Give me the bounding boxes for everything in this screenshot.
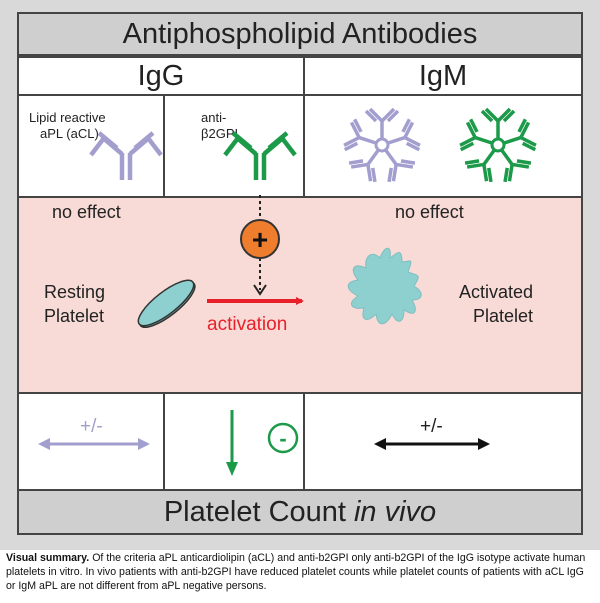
acl-count-change-label: +/- xyxy=(80,416,103,437)
dotted-arrowhead-icon xyxy=(253,284,267,296)
caption-bold-label: Visual summary. xyxy=(6,552,90,564)
footer-italic-label: in vivo xyxy=(353,495,437,528)
resting-platelet-line2: Platelet xyxy=(44,306,105,326)
igm-count-unchanged-arrow xyxy=(374,438,490,450)
plus-circle-icon xyxy=(240,219,280,259)
igm-b2gpi-pentamer-icon xyxy=(459,107,537,183)
column-header-igm-label: IgM xyxy=(418,59,468,92)
activated-platelet-line2: Platelet xyxy=(473,306,534,326)
igm-count-cell xyxy=(303,392,583,491)
figure-caption: Visual summary. Of the criteria aPL anti… xyxy=(6,551,594,593)
b2gpi-antibody-icon xyxy=(223,131,297,180)
b2gpi-count-decrease-arrow xyxy=(226,410,238,476)
figure-title: Antiphospholipid Antibodies xyxy=(17,12,583,56)
footer-label: Platelet Count xyxy=(163,495,346,528)
b2gpi-label-line2: β2GPI xyxy=(201,126,239,141)
acl-label-line2: aPL (aCL) xyxy=(40,126,99,141)
resting-platelet-line1: Resting xyxy=(44,282,106,302)
acl-antibody-icon xyxy=(89,131,163,180)
activated-platelet-line1: Activated xyxy=(459,282,534,302)
caption-text: Of the criteria aPL anticardiolipin (aCL… xyxy=(6,552,586,592)
diagram-graphics: + - xyxy=(38,107,537,476)
igm-count-change-label: +/- xyxy=(420,416,443,437)
igm-acl-pentamer-icon xyxy=(343,107,421,183)
igm-no-effect-label: no effect xyxy=(395,202,464,222)
minus-sign-label: - xyxy=(279,426,286,451)
acl-label-line1: Lipid reactive xyxy=(29,110,106,125)
acl-count-unchanged-arrow xyxy=(38,438,150,450)
column-header-igg-label: IgG xyxy=(137,59,185,92)
igm-cell xyxy=(303,94,583,198)
activated-platelet-icon xyxy=(347,247,422,325)
b2gpi-count-cell xyxy=(163,392,305,491)
activation-panel xyxy=(17,196,583,394)
plus-sign-label: + xyxy=(252,224,268,255)
resting-platelet-icon xyxy=(137,279,196,328)
activation-label: activation xyxy=(207,314,288,335)
igg-no-effect-label: no effect xyxy=(52,202,121,222)
minus-circle-icon xyxy=(267,422,299,454)
b2gpi-label-line1: anti- xyxy=(201,110,227,125)
